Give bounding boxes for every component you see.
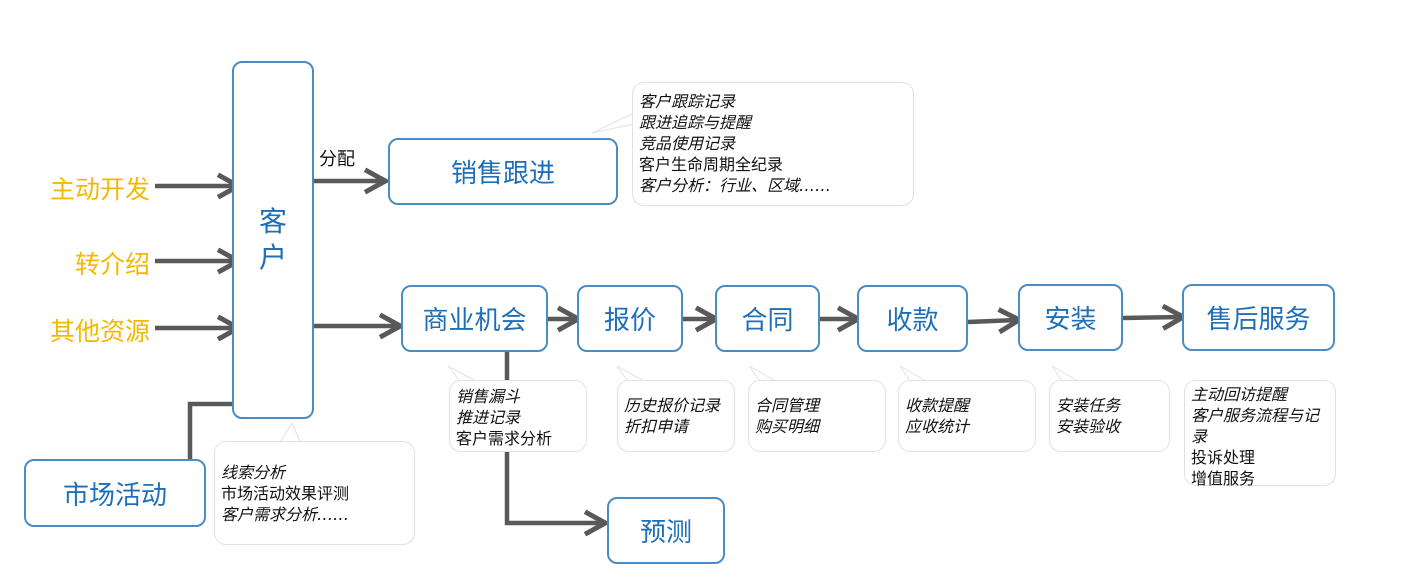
node-after-sales[interactable]: 售后服务 bbox=[1182, 284, 1335, 351]
callout-tail-opportunity bbox=[447, 365, 477, 382]
note-after-sales-line: 客户服务流程与记录 bbox=[1191, 406, 1320, 446]
note-quote-line: 历史报价记录 bbox=[624, 396, 721, 415]
arrow-install-aftersales bbox=[1122, 317, 1181, 318]
note-install-line: 安装验收 bbox=[1056, 417, 1121, 436]
note-followup-line: 客户跟踪记录 bbox=[639, 92, 736, 111]
callout-tail-install bbox=[1051, 365, 1079, 382]
note-after-sales-line: 主动回访提醒 bbox=[1191, 385, 1288, 404]
note-followup: 客户跟踪记录 跟进追踪与提醒 竞品使用记录 客户生命周期全纪录 客户分析：行业、… bbox=[632, 82, 914, 206]
source-active-development: 主动开发 bbox=[49, 175, 150, 204]
connector-marketing-customer bbox=[187, 401, 232, 460]
note-after-sales-line: 投诉处理 bbox=[1191, 448, 1256, 467]
note-payment-line: 应收统计 bbox=[905, 417, 970, 436]
note-followup-line: 客户分析：行业、区域…… bbox=[639, 176, 832, 195]
node-forecast[interactable]: 预测 bbox=[607, 497, 725, 564]
arrow-payment-install bbox=[967, 320, 1017, 322]
note-marketing: 线索分析 市场活动效果评测 客户需求分析…… bbox=[214, 441, 415, 545]
note-payment: 收款提醒 应收统计 bbox=[898, 380, 1036, 452]
customer-label-2: 户 bbox=[258, 241, 287, 274]
note-marketing-line: 线索分析 bbox=[221, 463, 286, 482]
note-contract-line: 合同管理 bbox=[755, 396, 820, 415]
node-opportunity[interactable]: 商业机会 bbox=[401, 285, 548, 352]
customer-node[interactable]: 客 户 bbox=[232, 61, 314, 419]
note-opportunity-line: 客户需求分析 bbox=[456, 429, 553, 448]
note-opportunity-line: 销售漏斗 bbox=[456, 387, 521, 406]
callout-tail-contract bbox=[748, 365, 777, 382]
note-install-line: 安装任务 bbox=[1056, 396, 1121, 415]
customer-label-1: 客 bbox=[258, 205, 287, 238]
note-followup-line: 跟进追踪与提醒 bbox=[639, 113, 752, 132]
note-contract: 合同管理 购买明细 bbox=[748, 380, 886, 452]
note-contract-line: 购买明细 bbox=[755, 417, 820, 436]
node-marketing[interactable]: 市场活动 bbox=[24, 459, 206, 527]
node-payment[interactable]: 收款 bbox=[857, 285, 968, 352]
note-followup-line: 客户生命周期全纪录 bbox=[639, 155, 784, 174]
note-marketing-line: 市场活动效果评测 bbox=[221, 484, 350, 503]
source-other-resources: 其他资源 bbox=[49, 317, 150, 346]
note-quote: 历史报价记录 折扣申请 bbox=[617, 380, 735, 452]
note-quote-line: 折扣申请 bbox=[624, 417, 689, 436]
node-quote[interactable]: 报价 bbox=[577, 285, 683, 352]
callout-tail-marketing bbox=[279, 421, 301, 443]
note-opportunity: 销售漏斗 推进记录 客户需求分析 bbox=[449, 380, 587, 452]
note-after-sales: 主动回访提醒 客户服务流程与记录 投诉处理 增值服务 bbox=[1184, 380, 1336, 488]
node-sales-followup[interactable]: 销售跟进 bbox=[388, 138, 618, 205]
callout-tail-followup bbox=[591, 112, 635, 134]
note-install: 安装任务 安装验收 bbox=[1049, 380, 1170, 452]
callout-tail-payment bbox=[899, 365, 927, 382]
note-opportunity-line: 推进记录 bbox=[456, 408, 521, 427]
note-payment-line: 收款提醒 bbox=[905, 396, 970, 415]
note-followup-line: 竞品使用记录 bbox=[639, 134, 736, 153]
callout-tail-quote bbox=[616, 365, 645, 382]
note-marketing-line: 客户需求分析…… bbox=[221, 505, 350, 524]
node-contract[interactable]: 合同 bbox=[715, 285, 820, 352]
note-after-sales-line: 增值服务 bbox=[1191, 469, 1256, 488]
node-install[interactable]: 安装 bbox=[1018, 284, 1123, 351]
source-referral: 转介绍 bbox=[74, 250, 150, 279]
assign-label: 分配 bbox=[319, 149, 355, 170]
